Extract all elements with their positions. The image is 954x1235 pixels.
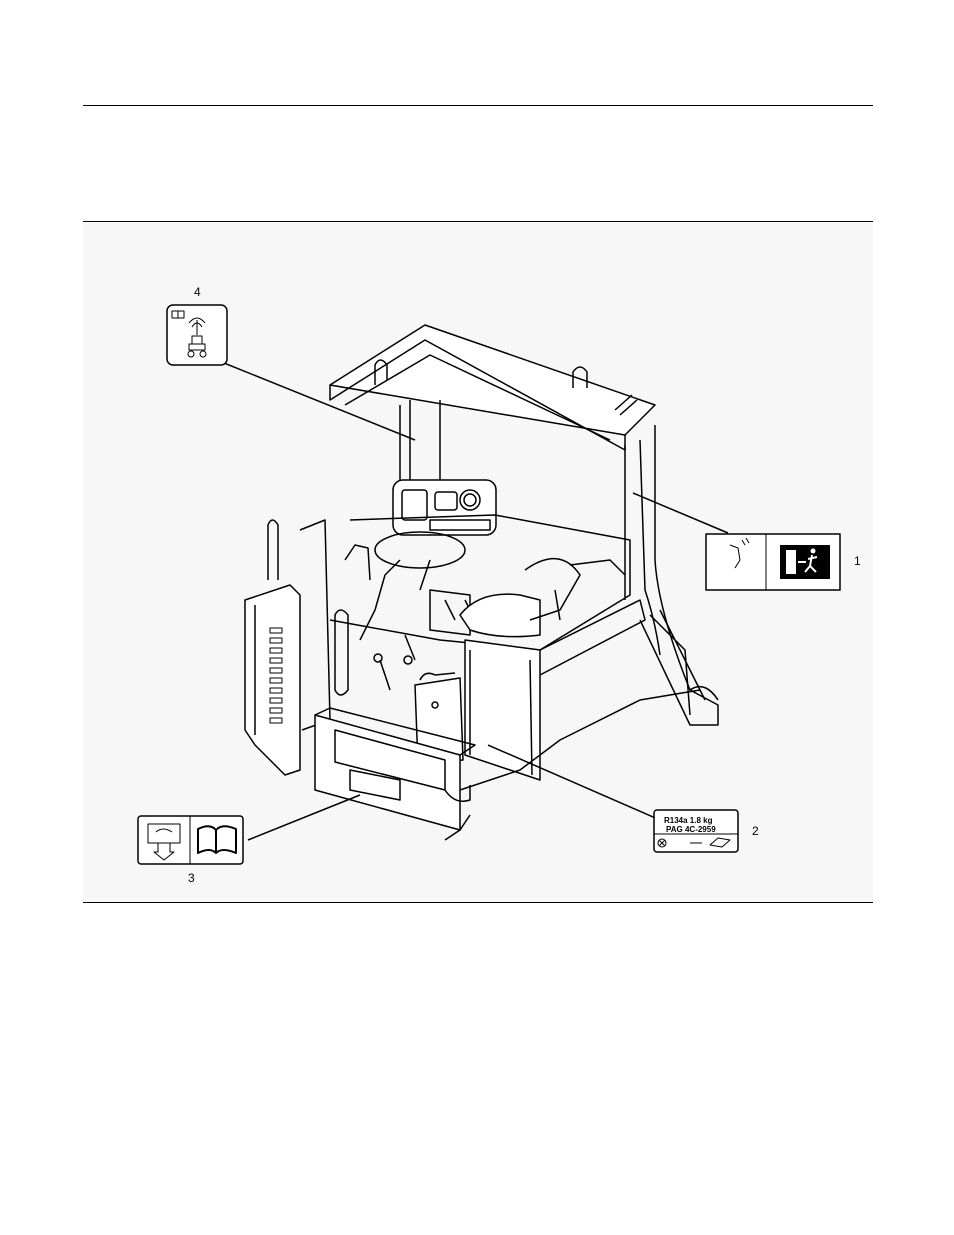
callout-3: 3 [188, 871, 195, 885]
decal-3-manual [138, 816, 243, 864]
decal-2-line2: PAG 4C-2959 [666, 825, 716, 834]
decal-2-line1: R134a 1.8 kg [664, 816, 713, 825]
callout-2: 2 [752, 824, 759, 838]
decal-1-exit [706, 534, 840, 590]
decal-4-beacon [167, 305, 227, 365]
callout-1: 1 [854, 554, 861, 568]
callout-4: 4 [194, 285, 201, 299]
